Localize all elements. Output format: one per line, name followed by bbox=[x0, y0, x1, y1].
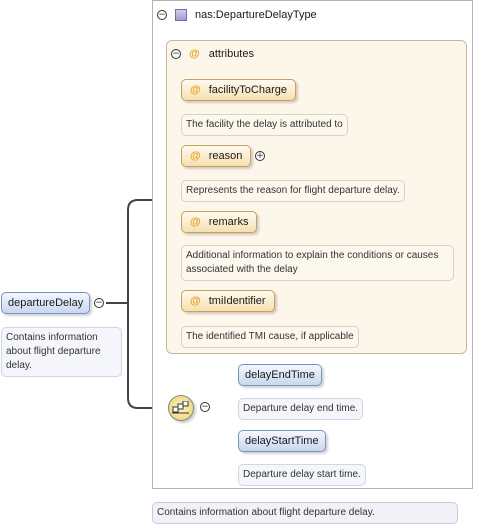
attribute-name: tmiIdentifier bbox=[208, 295, 266, 307]
type-header: − nas:DepartureDelayType bbox=[157, 8, 317, 22]
attribute-documentation: Additional information to explain the co… bbox=[181, 245, 454, 281]
attribute-icon: @ bbox=[190, 216, 201, 228]
collapse-type-toggle[interactable]: − bbox=[157, 10, 167, 20]
complex-type-icon bbox=[175, 9, 187, 21]
element-documentation: Departure delay end time. bbox=[238, 398, 364, 420]
type-name: nas:DepartureDelayType bbox=[195, 9, 317, 21]
sequence-compositor[interactable] bbox=[168, 395, 194, 421]
attribute-tmiIdentifier[interactable]: @ tmiIdentifier bbox=[181, 290, 275, 312]
collapse-sequence-toggle[interactable]: − bbox=[200, 402, 210, 412]
attributes-header: − @ attributes bbox=[171, 47, 254, 61]
attribute-name: reason bbox=[208, 150, 243, 162]
attribute-icon: @ bbox=[190, 295, 201, 307]
attribute-remarks[interactable]: @ remarks bbox=[181, 211, 258, 233]
collapse-attributes-toggle[interactable]: − bbox=[171, 49, 181, 59]
element-departureDelay[interactable]: departureDelay bbox=[1, 292, 91, 314]
attribute-name: facilityToCharge bbox=[208, 84, 287, 96]
sequence-icon bbox=[172, 401, 189, 414]
attribute-documentation: The facility the delay is attributed to bbox=[181, 114, 348, 136]
attribute-facilityToCharge[interactable]: @ facilityToCharge bbox=[181, 79, 296, 101]
element-delayStartTime[interactable]: delayStartTime bbox=[238, 430, 326, 452]
element-name: departureDelay bbox=[8, 297, 84, 309]
element-name: delayEndTime bbox=[245, 369, 315, 381]
collapse-element-toggle[interactable]: − bbox=[94, 298, 104, 308]
element-documentation: Departure delay start time. bbox=[238, 464, 366, 486]
attribute-documentation: The identified TMI cause, if applicable bbox=[181, 326, 359, 348]
expand-reason-toggle[interactable]: + bbox=[255, 151, 265, 161]
attribute-name: remarks bbox=[208, 216, 249, 228]
attribute-icon: @ bbox=[189, 48, 200, 60]
type-documentation: Contains information about flight depart… bbox=[152, 502, 458, 524]
attribute-reason[interactable]: @ reason bbox=[181, 145, 252, 167]
element-documentation: Contains information about flight depart… bbox=[1, 327, 122, 377]
attribute-icon: @ bbox=[190, 84, 201, 96]
attributes-title: attributes bbox=[208, 48, 254, 60]
element-name: delayStartTime bbox=[245, 435, 319, 447]
attribute-icon: @ bbox=[190, 150, 201, 162]
element-delayEndTime[interactable]: delayEndTime bbox=[238, 364, 322, 386]
attribute-documentation: Represents the reason for flight departu… bbox=[181, 180, 405, 202]
